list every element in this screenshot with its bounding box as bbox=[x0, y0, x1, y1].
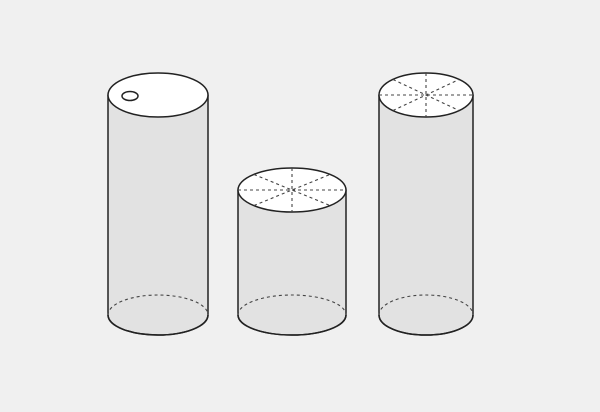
sector-lines bbox=[238, 168, 346, 212]
bottom-back-edge-dashed bbox=[378, 294, 474, 316]
hole-icon bbox=[121, 90, 139, 102]
cylinder-body bbox=[378, 94, 474, 336]
tall-cylinder-sectioned bbox=[378, 72, 474, 336]
bottom-front-edge bbox=[107, 314, 209, 336]
short-cylinder-sectioned bbox=[237, 167, 347, 336]
top-face bbox=[107, 72, 209, 118]
bottom-front-edge bbox=[378, 314, 474, 336]
tall-cylinder-with-hole bbox=[107, 72, 209, 336]
bottom-front-edge bbox=[237, 314, 347, 336]
bottom-back-edge-dashed bbox=[107, 294, 209, 316]
bottom-back-edge-dashed bbox=[237, 294, 347, 316]
sector-lines bbox=[379, 73, 473, 117]
cylinder-body bbox=[107, 94, 209, 336]
